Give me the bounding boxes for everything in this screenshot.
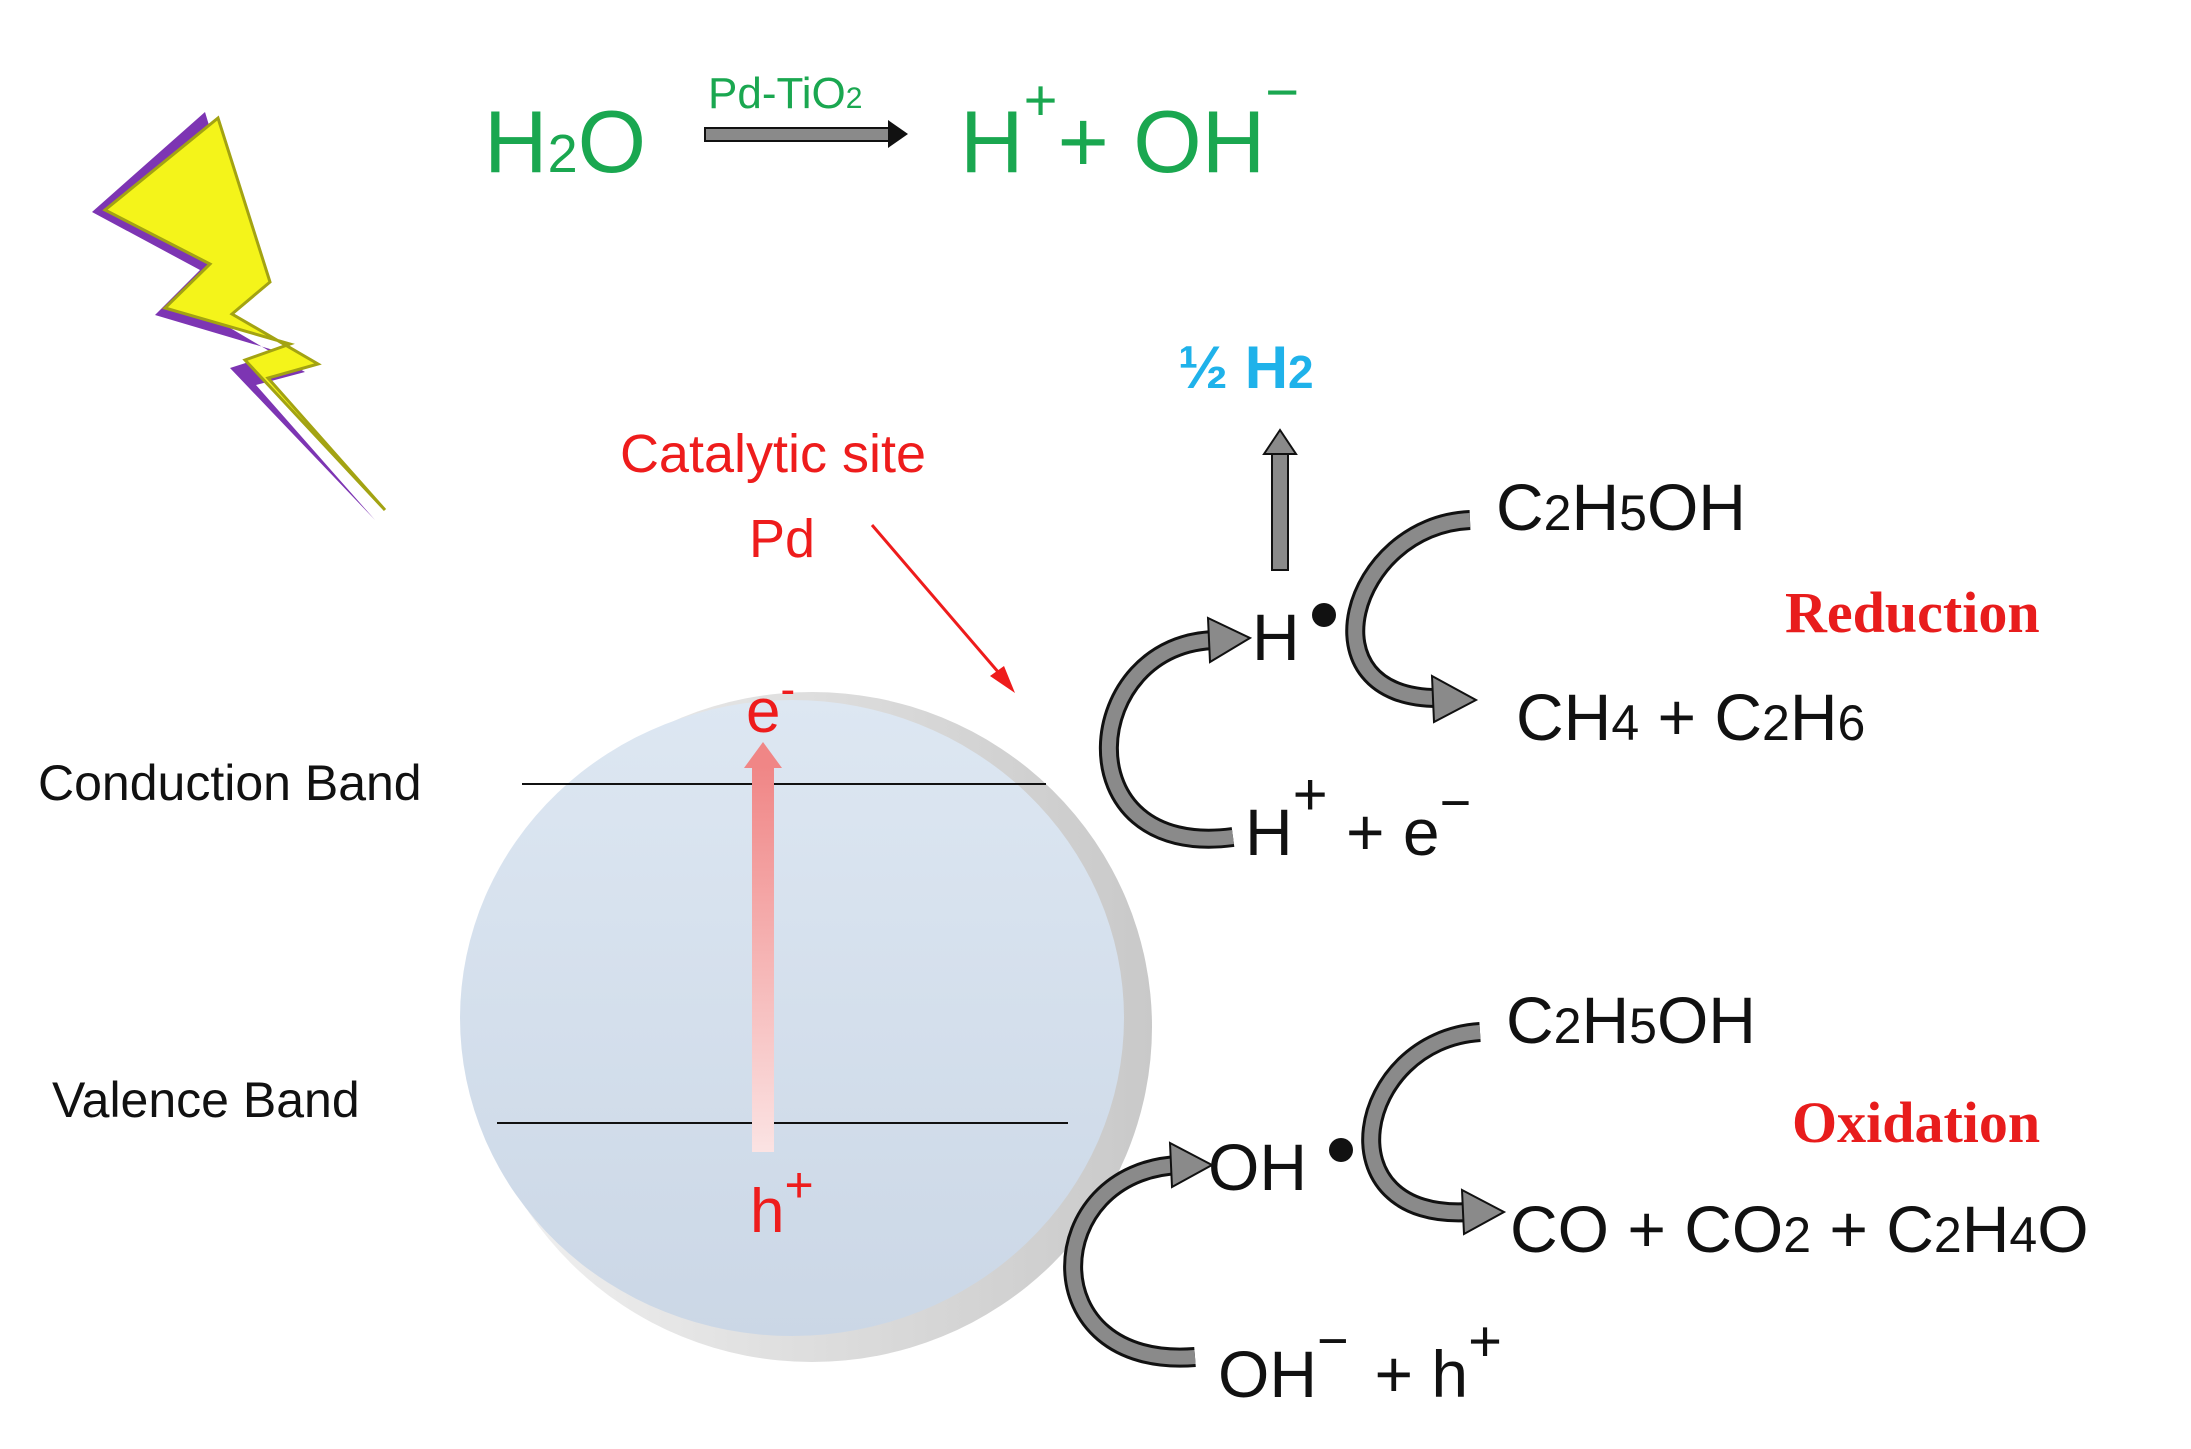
oxidation-reactants: OH−+ h+: [1218, 1309, 1502, 1411]
excitation-arrow: [744, 742, 782, 1152]
equation-arrow: [704, 120, 908, 148]
ethanol-oxidation-curve-arrow: [1364, 1025, 1481, 1220]
callout-pointer-line: [870, 524, 1007, 681]
callout-arrowhead: [990, 666, 1015, 693]
hole-label: h+: [750, 1157, 814, 1246]
lightning-icon: [92, 112, 387, 520]
reduction-pathway: H H+ + e− C2H5OH CH4 + C2H6 Reduction: [1098, 470, 2040, 869]
conduction-band-label: Conduction Band: [38, 755, 422, 811]
oxidation-curve-arrow: [1066, 1158, 1196, 1365]
ethanol-reduction-reactant: C2H5OH: [1496, 470, 1746, 544]
reduction-label: Reduction: [1785, 580, 2040, 645]
water-splitting-equation: H2O Pd-TiO2 H++ OH−: [484, 60, 1299, 191]
oxidation-products: CO + CO2 + C2H4O: [1510, 1192, 2089, 1266]
equation-reactant: H2O: [484, 92, 646, 191]
oxidation-label: Oxidation: [1792, 1090, 2040, 1155]
equation-catalyst: Pd-TiO2: [708, 69, 862, 118]
reduction-products: CH4 + C2H6: [1516, 680, 1865, 754]
ethanol-reduction-curve-arrow: [1348, 513, 1471, 706]
hydrogen-product: ½ H2: [1178, 334, 1314, 401]
catalytic-site-label: Catalytic site: [620, 424, 926, 484]
catalytic-site-callout: Catalytic site Pd: [620, 424, 1015, 693]
electron-label: e-: [746, 665, 795, 746]
reduction-reactants: H+ + e−: [1245, 761, 1471, 869]
tio2-particle: [460, 692, 1152, 1362]
ethanol-oxidation-reactant: C2H5OH: [1506, 983, 1756, 1057]
valence-band-label: Valence Band: [52, 1072, 360, 1128]
oh-radical: OH: [1208, 1130, 1307, 1204]
oxidation-pathway: OH OH−+ h+ C2H5OH CO + CO2 + C2H4O Oxida…: [1063, 983, 2089, 1411]
particle-face: [460, 700, 1124, 1336]
reduction-curve-arrow: [1101, 633, 1234, 846]
equation-product: H++ OH−: [960, 60, 1299, 191]
h-radical-dot: [1312, 603, 1336, 627]
oh-radical-dot: [1329, 1138, 1353, 1162]
pd-label: Pd: [749, 509, 815, 569]
hydrogen-evolution-arrow: [1262, 428, 1298, 571]
h-radical: H: [1252, 600, 1300, 674]
